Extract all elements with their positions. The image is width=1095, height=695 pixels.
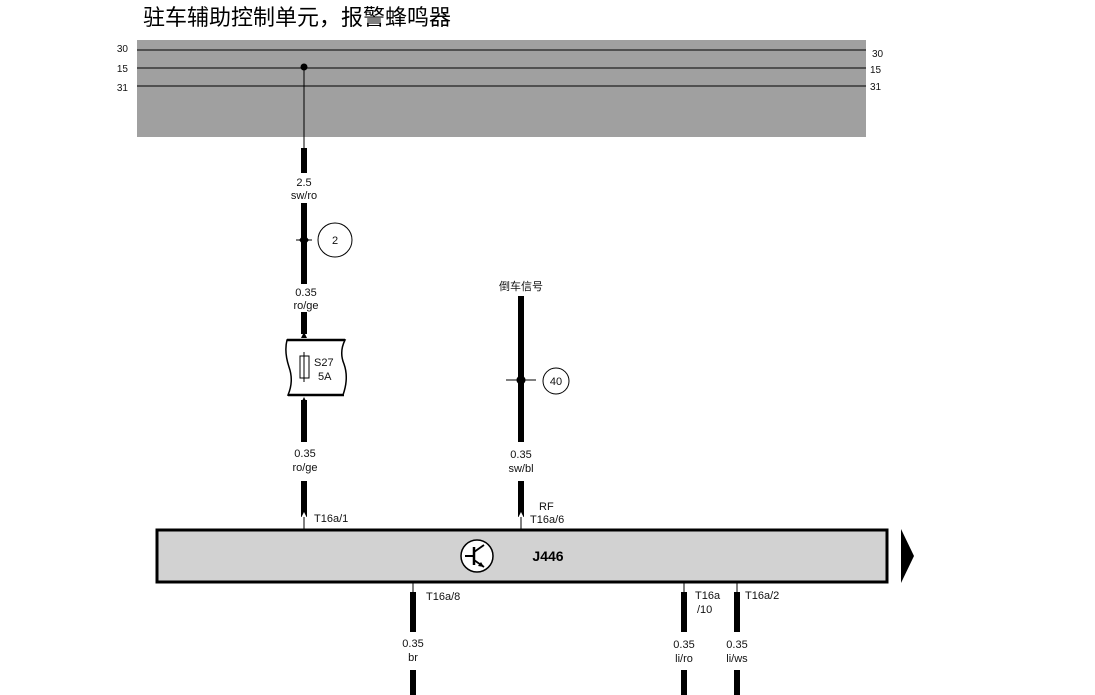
bus-label-left-31: 31 <box>117 83 129 94</box>
wire-segment <box>681 592 687 632</box>
transistor-icon <box>460 539 494 573</box>
pin-label-t16a-10-b: /10 <box>697 604 712 616</box>
connection-number-2: 2 <box>332 235 338 247</box>
wire-size-label: 0.35 <box>294 448 315 460</box>
wire-size-label: 0.35 <box>510 449 531 461</box>
wire-segment <box>410 670 416 695</box>
module-id: J446 <box>532 548 563 564</box>
wire-size-label: 0.35 <box>673 639 694 651</box>
wire-color-label: sw/bl <box>508 463 533 475</box>
fuse-s27: S27 5A <box>285 338 347 397</box>
wire-color-label: sw/ro <box>291 190 317 202</box>
bus-label-right-15: 15 <box>870 65 882 76</box>
bus-label-right-31: 31 <box>870 82 882 93</box>
connection-circle-40 <box>542 367 570 395</box>
pin-arrow <box>301 512 307 518</box>
wire-segment <box>410 592 416 632</box>
fuse-rating: 5A <box>318 371 332 383</box>
wire-size-label: 0.35 <box>402 638 423 650</box>
connection-marker <box>299 234 309 246</box>
pin-label-t16a-1: T16a/1 <box>314 513 348 525</box>
connection-number-40: 40 <box>550 376 562 388</box>
pin-label-t16a-6: T16a/6 <box>530 514 564 526</box>
fuse-id: S27 <box>314 357 334 369</box>
wire-segment <box>518 296 524 442</box>
wire-size-label: 0.35 <box>726 639 747 651</box>
pin-label-t16a-8: T16a/8 <box>426 591 460 603</box>
continuation-arrow-icon <box>901 529 914 583</box>
wire-segment <box>518 481 524 517</box>
reverse-signal-label: 倒车信号 <box>499 279 543 293</box>
wire-segment <box>301 400 307 442</box>
pin-label-t16a-10-a: T16a <box>695 590 721 602</box>
pin-arrow <box>518 512 524 518</box>
wire-size-label: 0.35 <box>295 287 316 299</box>
wire-segment <box>301 312 307 334</box>
connection-marker <box>516 375 526 385</box>
wire-color-label: br <box>408 652 418 664</box>
wire-segment <box>301 148 307 173</box>
wire-color-label: ro/ge <box>292 462 317 474</box>
wire-segment <box>734 670 740 695</box>
power-bus-area <box>137 40 866 137</box>
wire-segment <box>301 481 307 517</box>
pin-label-t16a-2: T16a/2 <box>745 590 779 602</box>
wire-size-label: 2.5 <box>296 177 311 189</box>
bus-label-left-30: 30 <box>117 44 129 55</box>
bus-label-left-15: 15 <box>117 64 129 75</box>
wire-segment <box>734 592 740 632</box>
bus-label-right-30: 30 <box>872 49 884 60</box>
wire-color-label: ro/ge <box>293 300 318 312</box>
pin-label-rf: RF <box>539 501 554 513</box>
control-unit-j446 <box>155 528 889 584</box>
wire-color-label: li/ro <box>675 653 693 665</box>
wire-arrow <box>301 332 307 338</box>
wire-color-label: li/ws <box>726 653 748 665</box>
connection-circle-2 <box>317 222 353 258</box>
diagram-title: 驻车辅助控制单元，报警蜂鸣器 <box>143 6 451 31</box>
wire-segment <box>681 670 687 695</box>
